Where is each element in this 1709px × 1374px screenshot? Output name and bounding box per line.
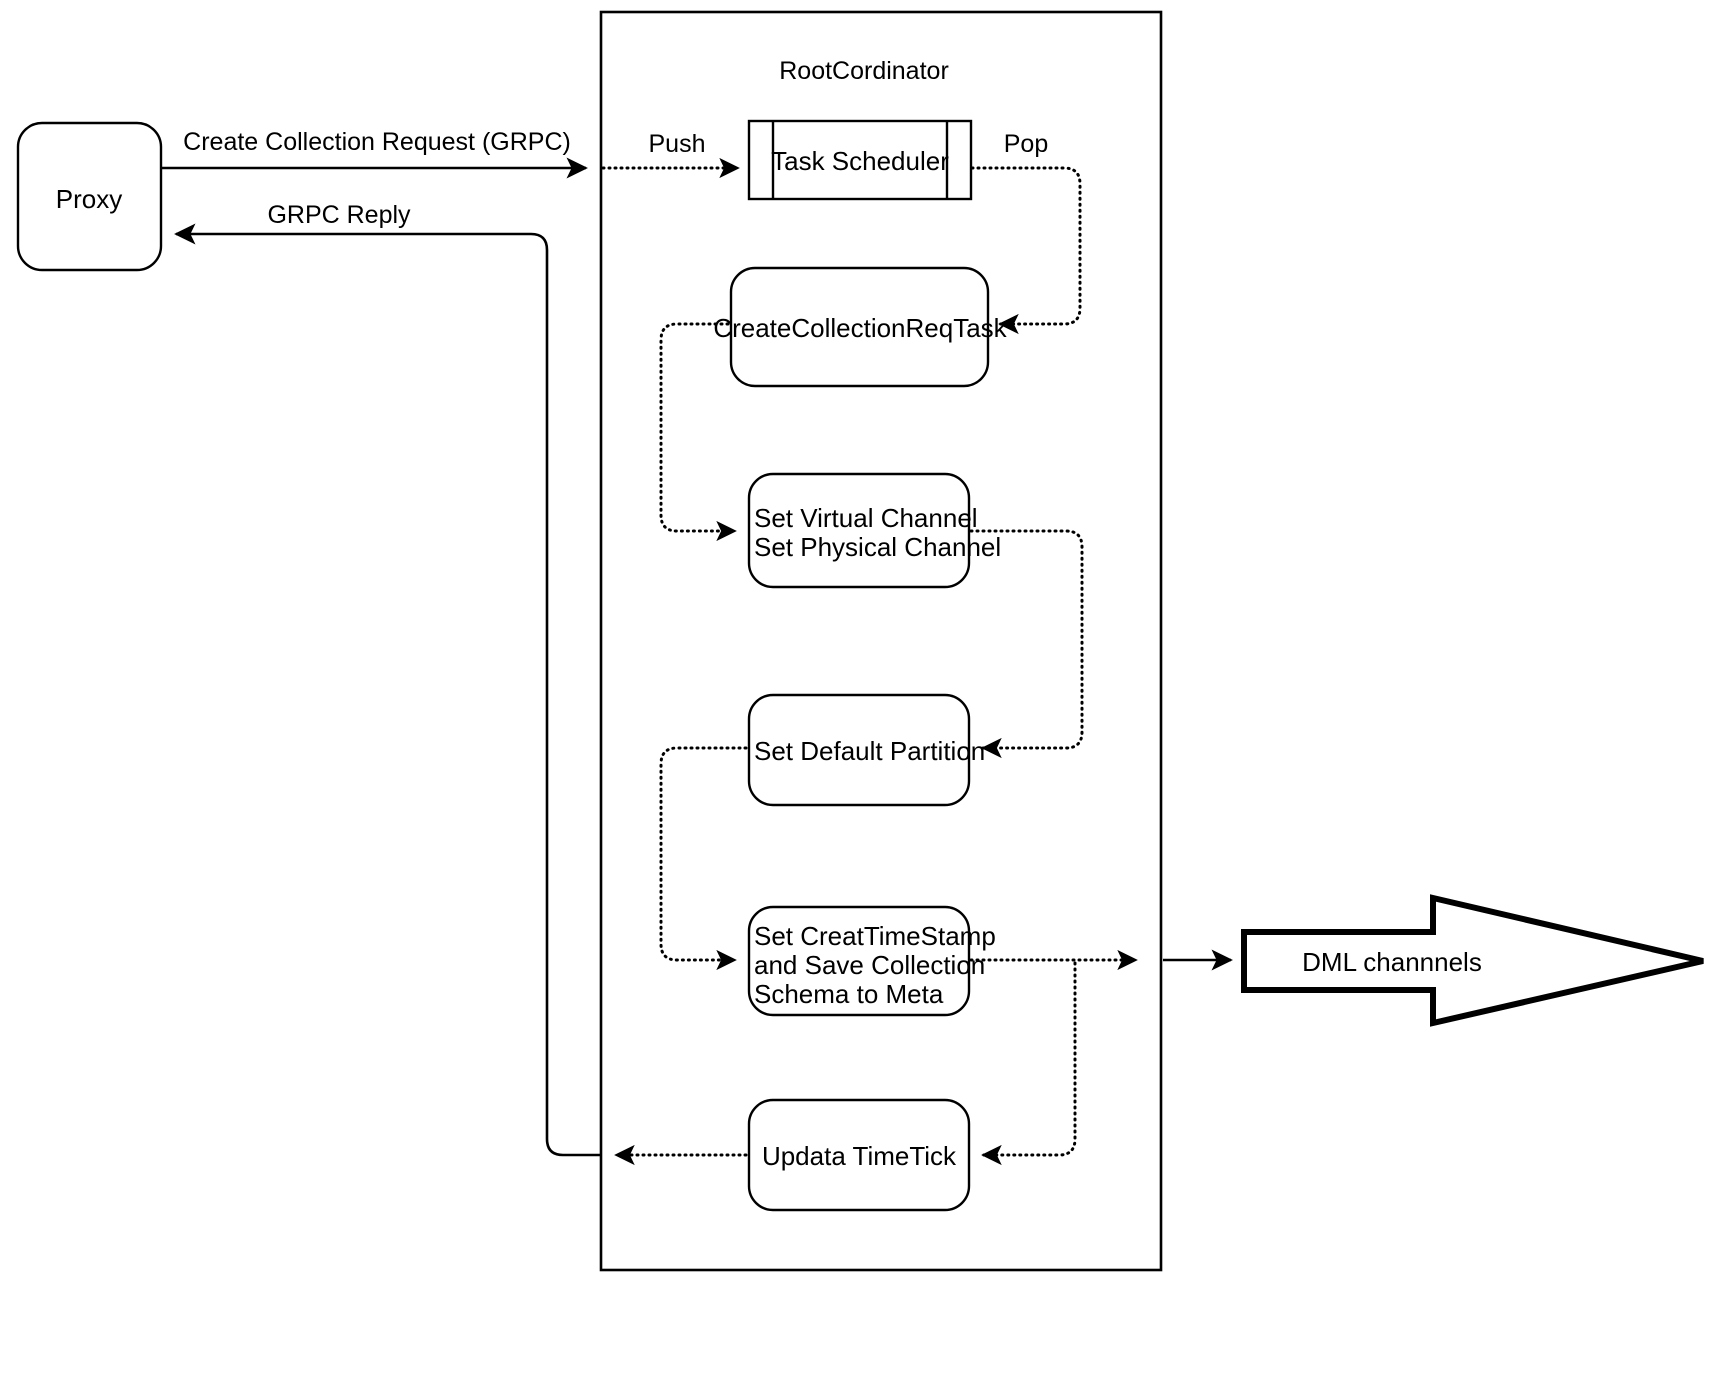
node-task-scheduler-label: Task Scheduler [771, 146, 949, 176]
node-set-default-partition[interactable] [747, 693, 971, 807]
edge-label-push: Push [649, 130, 706, 158]
node-set-timestamp-save-meta[interactable] [747, 905, 971, 1017]
node-set-channels[interactable] [747, 472, 971, 589]
edge-timestamp-to-update-timetick [981, 961, 1077, 1166]
edge-label-grpc-reply: GRPC Reply [267, 201, 411, 229]
node-dml-channels-label: DML channnels [1302, 947, 1482, 977]
edge-grpc-reply [174, 223, 601, 1157]
node-set-channels-label-line1: Set Virtual Channel [754, 503, 978, 533]
rootcordinator-container [599, 10, 1163, 1272]
rootcordinator-title: RootCordinator [779, 57, 949, 85]
node-set-timestamp-save-meta-label-line2: and Save Collection [754, 950, 985, 980]
edge-pop [970, 166, 1082, 335]
node-proxy-label: Proxy [56, 184, 122, 214]
edge-task-to-set-channels [659, 322, 737, 542]
node-dml-channels[interactable] [1241, 894, 1704, 1027]
node-create-collection-req-task[interactable] [729, 266, 990, 388]
node-task-scheduler[interactable] [747, 119, 973, 201]
node-proxy[interactable] [16, 121, 163, 272]
node-set-timestamp-save-meta-label-line3: Schema to Meta [754, 979, 944, 1009]
edge-label-pop: Pop [1004, 130, 1048, 158]
node-update-timetick-label: Updata TimeTick [762, 1141, 957, 1171]
node-set-default-partition-label: Set Default Partition [754, 736, 985, 766]
node-set-timestamp-save-meta-label-line1: Set CreatTimeStamp [754, 921, 996, 951]
node-update-timetick[interactable] [747, 1098, 971, 1212]
edge-default-partition-to-timestamp [659, 746, 748, 971]
node-set-channels-label-line2: Set Physical Channel [754, 532, 1001, 562]
node-create-collection-req-task-label: CreateCollectionReqTask [713, 313, 1007, 343]
edge-label-create-collection-request: Create Collection Request (GRPC) [183, 128, 571, 156]
edge-set-channels-to-default-partition [969, 529, 1084, 759]
